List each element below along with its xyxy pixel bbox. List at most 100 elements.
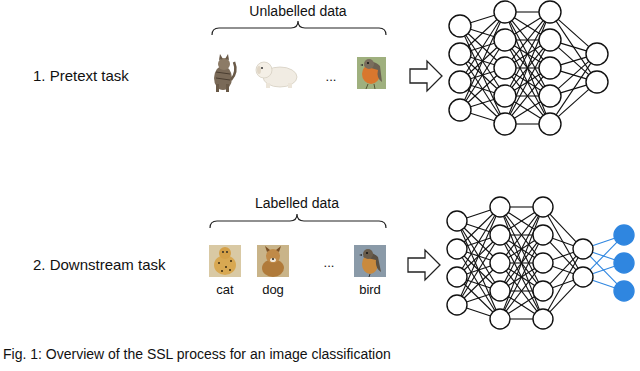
neuron (494, 57, 516, 79)
neuron (490, 253, 510, 273)
network-link (471, 113, 495, 120)
figure-caption: Fig. 1: Overview of the SSL process for … (3, 346, 391, 362)
robin-photo (357, 57, 386, 89)
network-link (468, 76, 497, 103)
network-link (505, 216, 539, 282)
network-link (467, 294, 491, 302)
hollow-arrow (408, 250, 440, 280)
neuron (490, 281, 510, 301)
network-link (558, 19, 589, 46)
network-link (590, 256, 617, 284)
neuron (447, 267, 467, 287)
neuron (449, 71, 471, 93)
neuron (490, 197, 510, 217)
neuron (586, 43, 608, 65)
image-label: ... (324, 256, 335, 271)
network-link (592, 266, 614, 274)
neuron (447, 295, 467, 315)
network-link (556, 63, 591, 115)
network-link (558, 47, 589, 74)
network-link (516, 11, 539, 12)
network-link (561, 43, 587, 51)
network-link (514, 18, 540, 34)
network-link (468, 20, 497, 47)
neuron (539, 57, 561, 79)
network-link (505, 216, 539, 282)
dog-photo (257, 245, 289, 277)
neuron (447, 239, 467, 259)
network-link (508, 212, 534, 229)
neuron (490, 309, 510, 329)
network-link (561, 57, 587, 65)
hollow-arrow (410, 61, 442, 91)
neuron (494, 85, 516, 107)
neuron (533, 253, 553, 273)
neuron (449, 99, 471, 121)
image-label: cat (216, 283, 233, 298)
network-link (510, 50, 545, 115)
network-link (550, 214, 576, 242)
network-link (510, 318, 533, 319)
network-link (558, 61, 589, 88)
network-link (510, 206, 533, 207)
network-link (550, 284, 576, 312)
image-label: ... (326, 70, 337, 85)
network-link (558, 89, 589, 116)
neuron (586, 71, 608, 93)
group-label: Labelled data (255, 195, 339, 211)
neuron (494, 113, 516, 135)
network-link (508, 296, 534, 313)
network-link (592, 238, 614, 246)
network-link (510, 22, 545, 87)
image-label: bird (359, 283, 381, 298)
neuron (539, 85, 561, 107)
group-label: Unlabelled data (249, 3, 346, 19)
puppy-photo (256, 62, 297, 88)
network-link (508, 212, 534, 229)
neuron (494, 1, 516, 23)
network-link (471, 15, 495, 22)
network-link (467, 308, 491, 316)
neural-network (447, 197, 634, 329)
network-link (550, 256, 576, 284)
neuron (447, 211, 467, 231)
brace (212, 21, 386, 35)
neuron (494, 29, 516, 51)
neuron (539, 1, 561, 23)
network-link (505, 244, 539, 310)
step-label: 1. Pretext task (33, 67, 129, 84)
neuron (449, 43, 471, 65)
network-link (592, 280, 614, 288)
neuron (533, 225, 553, 245)
network-link (550, 242, 576, 270)
output-neuron (614, 225, 634, 245)
brace (210, 214, 386, 228)
network-link (508, 296, 534, 313)
neuron (533, 197, 553, 217)
neural-network (449, 1, 608, 135)
network-link (552, 252, 573, 259)
network-link (464, 214, 493, 242)
neuron (533, 309, 553, 329)
neuron (573, 239, 593, 259)
network-link (514, 18, 540, 34)
neuron (449, 15, 471, 37)
neuron (539, 113, 561, 135)
network-link (510, 50, 545, 115)
network-link (510, 22, 545, 87)
output-neuron (614, 281, 634, 301)
network-link (468, 90, 497, 117)
network-link (514, 102, 540, 118)
output-neuron (614, 253, 634, 273)
neuron (533, 281, 553, 301)
neuron (573, 267, 593, 287)
bird-photo (354, 245, 386, 277)
cheetah-photo (209, 245, 241, 277)
network-link (471, 99, 495, 106)
network-link (467, 210, 491, 218)
network-link (590, 242, 617, 270)
network-link (516, 123, 539, 124)
network-link (464, 270, 493, 298)
